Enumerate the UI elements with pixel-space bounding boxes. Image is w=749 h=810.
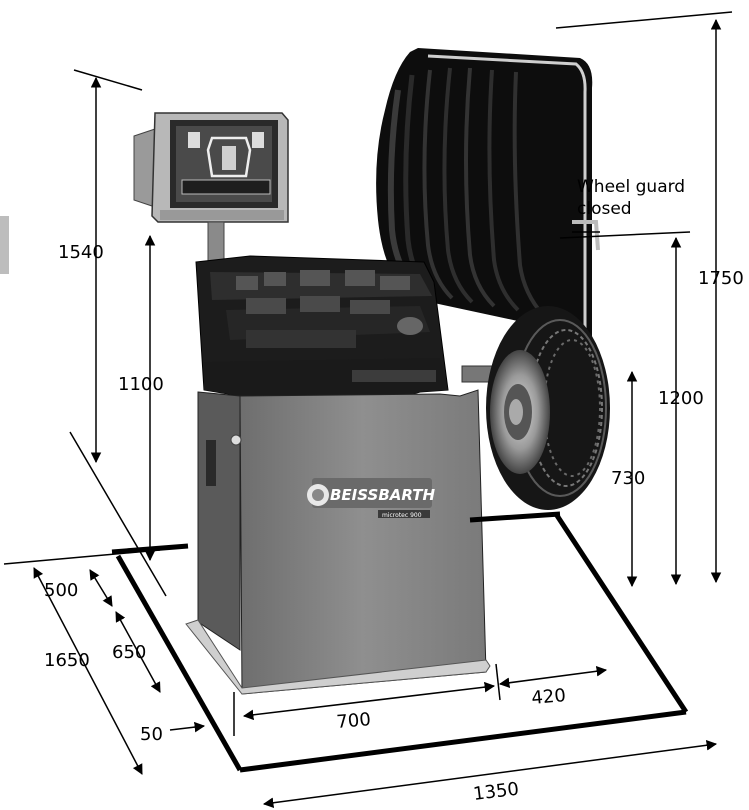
dim-label-1750: 1750 [698,268,744,289]
edge-marker [0,216,9,274]
dim-line-1350 [262,740,718,808]
dim-label-1540: 1540 [58,242,104,263]
dim-label-50: 50 [140,724,163,745]
dim-label-700: 700 [336,709,372,733]
dim-label-730: 730 [611,468,645,489]
dim-label-1350: 1350 [472,779,520,805]
dim-label-420: 420 [531,685,567,709]
dim-line-500 [89,569,113,607]
dim-label-1200: 1200 [658,388,704,409]
wheel-guard-label-line1: Wheel guard [577,177,685,197]
dim-label-1650: 1650 [44,650,90,671]
dim-label-500: 500 [44,580,78,601]
dimension-labels: 1750 1540 1100 1200 730 500 1650 650 50 … [44,177,744,805]
dimension-lines [3,11,733,808]
brand-logo: BEISSBARTH [330,486,435,504]
dim-line-700 [242,681,496,721]
dim-label-1100: 1100 [118,374,164,395]
dim-line-420 [498,666,608,688]
dim-line-50 [169,721,206,733]
dim-line-1650 [33,567,143,775]
model-badge: microtec 900 [382,512,422,519]
dim-line-650 [115,611,161,693]
weight-tray [195,255,449,399]
machine-illustration: BEISSBARTH microtec 900 [0,48,610,695]
dim-label-650: 650 [112,642,146,663]
monitor [133,112,289,223]
wheel [461,306,610,510]
wheel-guard-label-line2: closed [577,199,632,219]
cabinet: BEISSBARTH microtec 900 [197,389,487,695]
